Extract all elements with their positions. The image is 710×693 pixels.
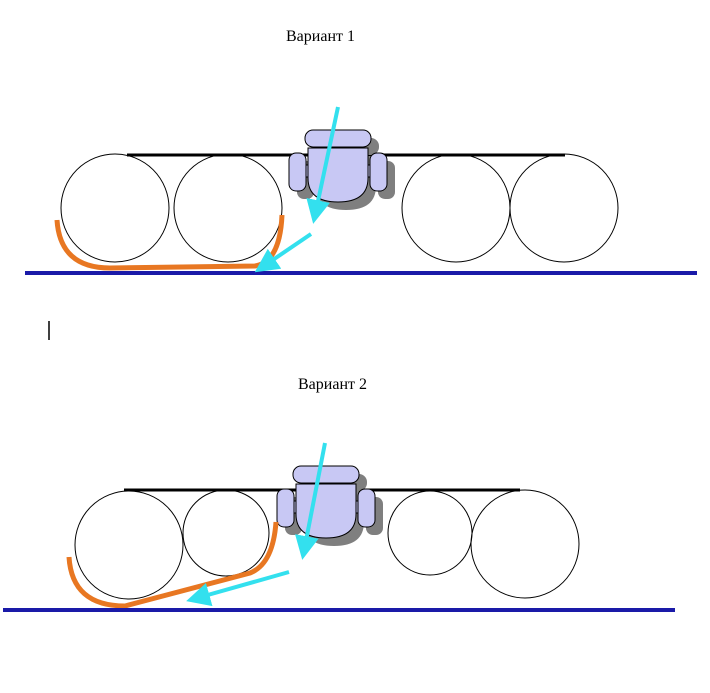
roller — [182, 489, 270, 577]
arrow — [295, 442, 327, 560]
roller — [401, 153, 511, 263]
roller — [173, 153, 283, 263]
roller — [470, 489, 580, 599]
variant-2-title: Вариант 2 — [298, 376, 367, 393]
belt-path — [66, 521, 279, 609]
variant-1-diagram — [25, 106, 697, 275]
variant-2-diagram — [3, 442, 675, 612]
roller — [387, 490, 473, 576]
roller — [60, 153, 170, 263]
arrow — [306, 106, 340, 224]
arrow — [186, 570, 290, 607]
roller — [509, 153, 619, 263]
roller — [74, 490, 184, 600]
belt-path — [54, 214, 285, 271]
chair-icon — [276, 465, 384, 547]
variant-1-title: Вариант 1 — [286, 28, 355, 45]
arrow — [254, 232, 313, 273]
chair-icon — [288, 129, 396, 211]
